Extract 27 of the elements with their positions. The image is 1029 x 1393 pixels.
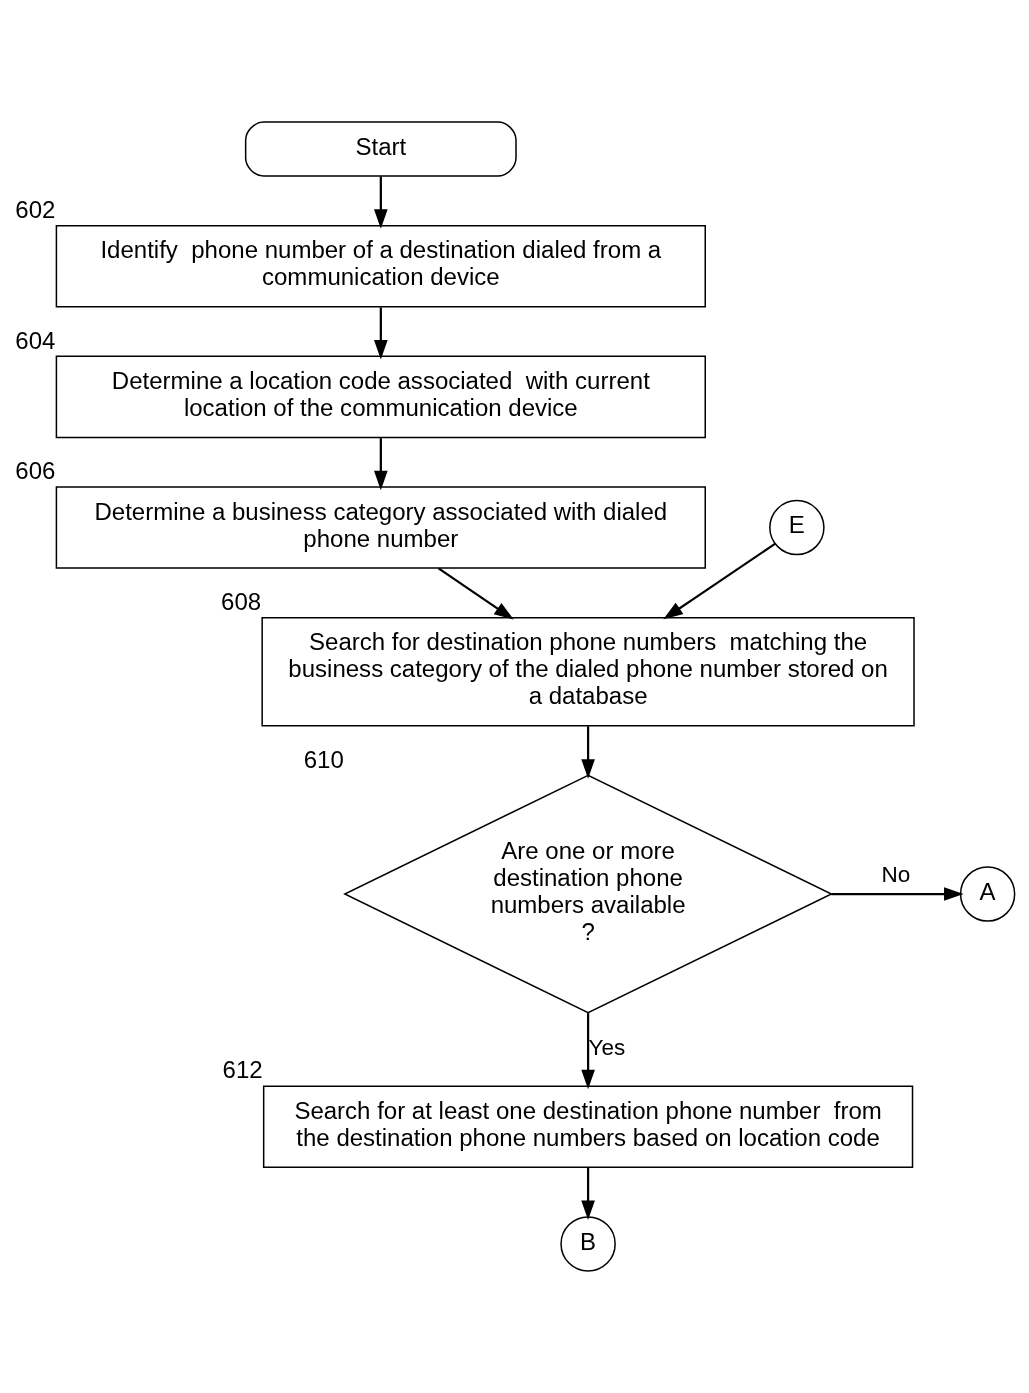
node-label: 602 xyxy=(15,195,56,223)
arrow xyxy=(374,307,388,360)
edge-label: No xyxy=(881,861,911,887)
node-box: Identify phone number of a destination dialed from a communication device xyxy=(55,224,706,308)
node-box: Determine a business category associated with dialed phone number xyxy=(55,486,706,569)
arrow xyxy=(581,1167,595,1221)
arrow xyxy=(437,567,514,620)
arrow xyxy=(374,438,388,491)
arrow xyxy=(831,887,964,901)
node-label: 612 xyxy=(222,1056,263,1084)
node-box: Start xyxy=(244,121,517,177)
node-box: Determine a location code associated with current location of the communication device xyxy=(55,355,706,439)
edge-label: Yes xyxy=(588,1034,626,1060)
node-circle: A xyxy=(959,866,1016,922)
node-box: Search for at least one destination phone number from the destination phone numbers based on location code xyxy=(262,1085,914,1169)
node-circle: B xyxy=(560,1216,616,1272)
node-diamond: Are one or more destination phone numbers available ? xyxy=(343,774,834,1014)
arrow xyxy=(374,176,388,229)
node-label: 604 xyxy=(15,326,56,354)
node-label: 606 xyxy=(15,457,56,485)
arrow xyxy=(581,726,595,779)
node-box: Search for destination phone numbers matching the business category of the dialed phone number stored on a database xyxy=(261,616,915,727)
node-circle: E xyxy=(769,499,825,556)
node-label: 610 xyxy=(303,745,344,773)
arrow xyxy=(663,542,776,620)
arrow xyxy=(581,1013,595,1090)
node-label: 608 xyxy=(221,587,262,615)
